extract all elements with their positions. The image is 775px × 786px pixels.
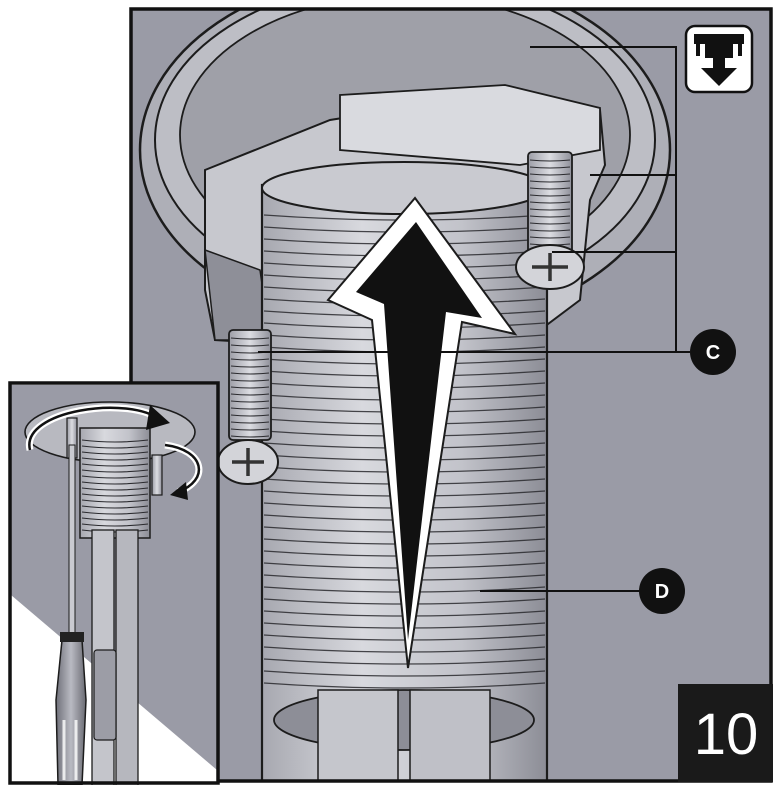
callout-d-label: D <box>655 581 669 603</box>
shank-top <box>261 161 547 215</box>
callout-c-label: C <box>706 342 720 364</box>
mount-from-below-icon <box>684 24 754 94</box>
inset-panel-border <box>8 381 220 785</box>
callout-d: D <box>639 568 685 614</box>
direction-arrow-up <box>356 222 482 640</box>
callout-c: C <box>690 329 736 375</box>
inset-view <box>8 381 220 785</box>
inset-screw-right <box>151 454 163 496</box>
inset-screwdriver-handle <box>55 639 87 785</box>
step-number: 10 <box>694 702 759 767</box>
inset-screwdriver-shaft <box>68 444 76 646</box>
inset-inner-tube-right <box>115 529 139 785</box>
callout-c-leaders <box>258 46 690 353</box>
bracket-top-face <box>339 84 601 166</box>
inset-supply-fitting <box>93 649 117 741</box>
step-number-badge: 10 <box>678 684 773 782</box>
inner-tube-right <box>409 689 491 781</box>
main-view <box>131 9 771 781</box>
mounting-screw-left <box>217 329 279 485</box>
shank-bottom-opening <box>273 689 535 751</box>
inner-tube-left <box>317 689 399 781</box>
mounting-screw-right <box>515 151 585 290</box>
